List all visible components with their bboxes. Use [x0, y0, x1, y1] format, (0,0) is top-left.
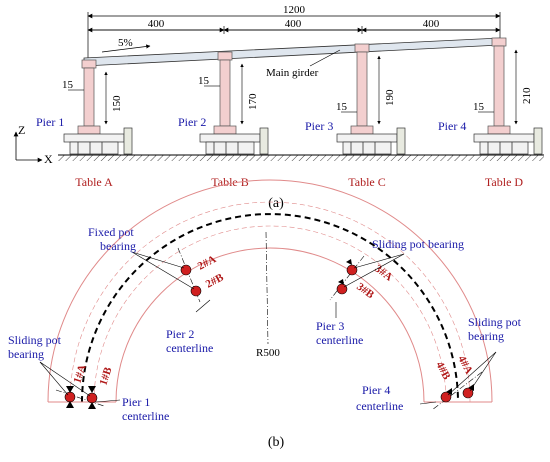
pier-height-1: 150 — [111, 95, 123, 112]
axis-x-label: X — [44, 152, 53, 166]
pier-width-3: 15 — [336, 101, 348, 113]
tag-4b: 4#B — [433, 360, 453, 382]
table-label-a: Table A — [75, 175, 113, 189]
radius-label: R500 — [256, 347, 280, 359]
bearing-3b — [336, 283, 348, 295]
sliding-left-label-line1: Sliding pot — [8, 333, 62, 347]
tag-4a: 4#A — [455, 354, 475, 376]
inner-line-arc — [93, 225, 447, 403]
bearing-1b — [86, 392, 98, 404]
table-label-c: Table C — [348, 175, 385, 189]
dim-total-label: 1200 — [283, 4, 306, 16]
figure-a: 1200 400 400 400 5% Main girder — [13, 4, 544, 211]
bearing-2b — [190, 285, 202, 297]
inner-edge-arc — [115, 247, 425, 403]
pier-label-1: Pier 1 — [36, 115, 64, 129]
pier2-centerline-label-line1: Pier 2 — [166, 327, 194, 341]
bearing-2a — [180, 264, 192, 276]
sliding-left-label-line2: bearing — [8, 347, 44, 361]
caption-b: (b) — [268, 435, 285, 450]
pier1-centerline-label-line2: centerline — [122, 409, 169, 423]
pier-label-3: Pier 3 — [305, 119, 333, 133]
table-label-d: Table D — [485, 175, 523, 189]
pier4-centerline-label-line2: centerline — [356, 399, 403, 413]
pier-3 — [350, 43, 374, 135]
outer-edge-arc — [47, 179, 493, 403]
sliding-top-label: Sliding pot bearing — [372, 237, 464, 251]
outer-line-arc — [69, 201, 471, 403]
pier1-centerline-label-line1: Pier 1 — [122, 395, 150, 409]
figure-b: R500 1#A 1#B — [8, 179, 522, 450]
pier4-centerline-label-line1: Pier 4 — [362, 383, 390, 397]
pier-height-3: 190 — [384, 89, 396, 106]
ground-hatch — [58, 155, 544, 161]
pier-label-4: Pier 4 — [438, 119, 466, 133]
pier2-centerline-label-line2: centerline — [166, 341, 213, 355]
axis-z-label: Z — [18, 123, 25, 137]
pier-width-1: 15 — [62, 79, 74, 91]
sliding-right-label-line1: Sliding pot — [468, 315, 522, 329]
dim-span-3: 400 — [423, 18, 440, 30]
tag-1b: 1#B — [97, 365, 114, 387]
axes-icon — [13, 131, 43, 163]
pier3-centerline-label-line1: Pier 3 — [316, 319, 344, 333]
dim-span-2: 400 — [285, 18, 302, 30]
slope-label: 5% — [118, 37, 133, 49]
pier-4 — [487, 37, 511, 135]
tag-2b: 2#B — [204, 271, 226, 291]
pier-width-2: 15 — [198, 75, 210, 87]
fixed-bearing-label-line1: Fixed pot — [88, 225, 134, 239]
centerline-arc — [81, 213, 459, 403]
sliding-right-label-line2: bearing — [468, 329, 504, 343]
tag-2a: 2#A — [196, 253, 218, 273]
pier-1 — [77, 59, 101, 135]
shake-tables — [63, 127, 543, 155]
girder-label: Main girder — [266, 67, 319, 79]
fixed-bearing-label-line2: bearing — [100, 239, 136, 253]
caption-a: (a) — [268, 196, 284, 211]
dim-span-1: 400 — [148, 18, 165, 30]
pier3-centerline-label-line2: centerline — [316, 333, 363, 347]
pier-2 — [213, 51, 237, 135]
tag-3a: 3#A — [372, 263, 394, 284]
tag-1a: 1#A — [71, 363, 88, 385]
tag-3b: 3#B — [354, 281, 376, 302]
pier-width-4: 15 — [473, 101, 485, 113]
pier-height-4: 210 — [521, 87, 533, 104]
pier-label-2: Pier 2 — [178, 115, 206, 129]
main-girder — [83, 37, 501, 67]
pier-height-2: 170 — [247, 93, 259, 110]
bearing-3a — [346, 264, 358, 276]
